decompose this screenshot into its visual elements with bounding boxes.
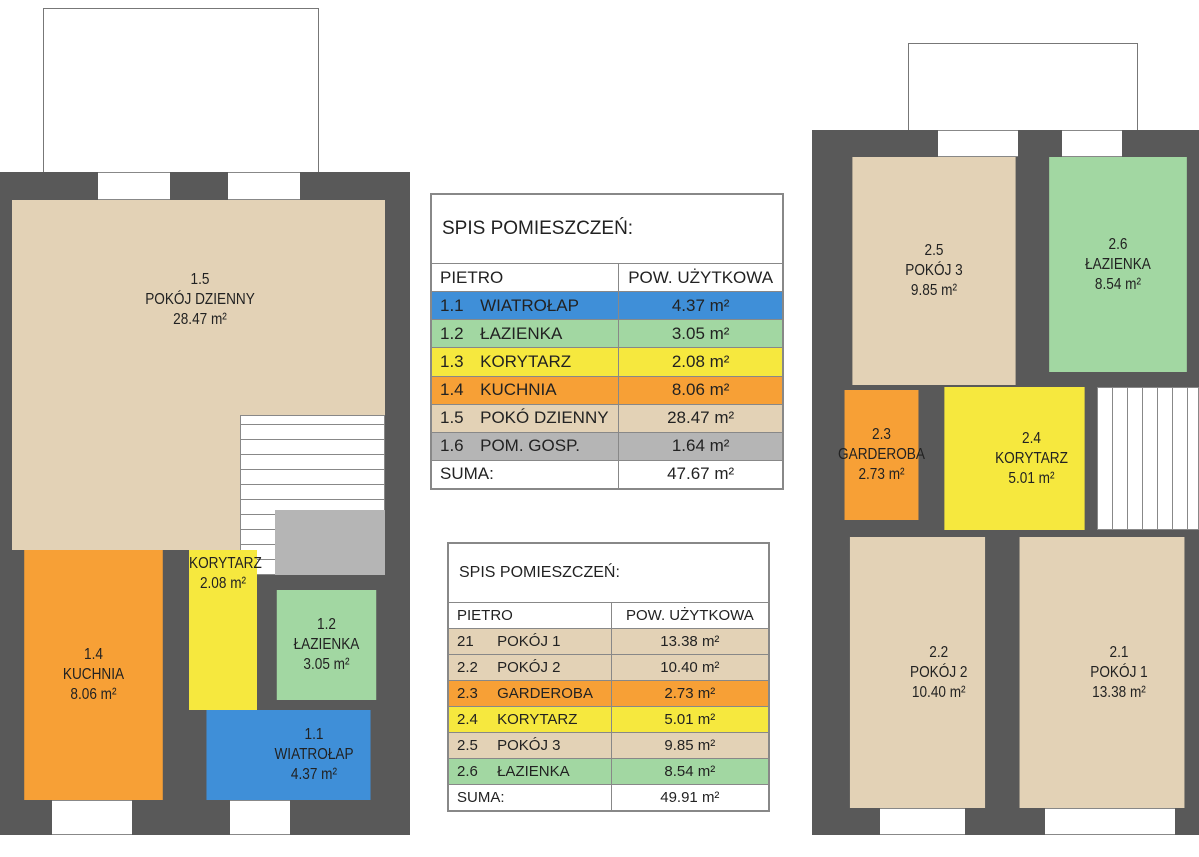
room-living [12, 200, 385, 415]
room-living-lower [12, 410, 240, 550]
table-title: SPIS POMIESZCZEŃ: [448, 543, 769, 603]
table-sum-row: SUMA:49.91 m² [448, 784, 770, 811]
window [1062, 130, 1122, 157]
window [52, 800, 132, 835]
window [98, 172, 170, 200]
table-sum-row: SUMA:47.67 m² [430, 459, 783, 490]
col-header: POW. UŻYTKOWA [610, 602, 770, 629]
window [938, 130, 1018, 157]
balcony-outline [908, 43, 1138, 133]
window [228, 172, 300, 200]
staircase-upper [1097, 387, 1199, 530]
utility-room [275, 510, 385, 575]
entrance-door [230, 800, 290, 835]
col-header: POW. UŻYTKOWA [618, 262, 783, 293]
table-title: SPIS POMIESZCZEŃ: [431, 194, 783, 264]
window [1045, 808, 1175, 835]
col-header: PIETRO [448, 602, 612, 629]
col-header: PIETRO [430, 262, 620, 293]
window [880, 808, 965, 835]
terrace-outline [43, 8, 319, 174]
